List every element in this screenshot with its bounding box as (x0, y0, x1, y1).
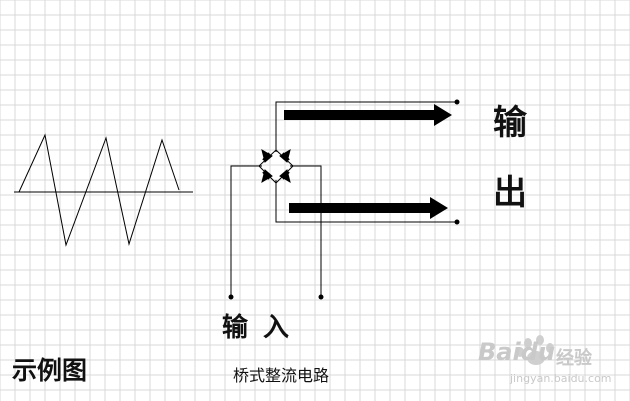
output-label-char1: 输 (493, 103, 527, 143)
diode-symbols (261, 148, 291, 184)
input-terminal-left (228, 294, 234, 300)
output-wire-bottom (275, 180, 457, 223)
diode-bar-upper-left (262, 152, 270, 161)
input-wire-right (290, 165, 322, 297)
input-terminal-right (318, 294, 324, 300)
example-waveform (14, 133, 193, 247)
watermark-brand: Baidu (478, 338, 555, 366)
baidu-paw-icon (516, 335, 554, 365)
output-terminal-bottom (454, 219, 460, 225)
arrow-top (284, 104, 452, 126)
output-terminal-top (454, 99, 460, 105)
bridge-circuit (230, 101, 457, 297)
example-label: 示例图 (12, 356, 88, 385)
watermark-suffix: 经验 (556, 348, 592, 369)
diode-bar-lower-left (262, 171, 270, 180)
watermark-url: jingyan.baidu.com (510, 372, 612, 385)
input-wire-left (230, 165, 262, 297)
output-label-char2: 出 (493, 173, 527, 213)
triangle-wave (18, 133, 180, 247)
terminals (228, 99, 460, 300)
caption-label: 桥式整流电路 (233, 366, 330, 385)
diode-bar-lower-right (282, 171, 290, 180)
output-wire-top (275, 101, 457, 152)
current-arrows (284, 104, 452, 219)
input-label: 输 入 (222, 313, 293, 343)
diode-bar-upper-right (282, 152, 290, 161)
arrow-bottom (289, 197, 448, 219)
